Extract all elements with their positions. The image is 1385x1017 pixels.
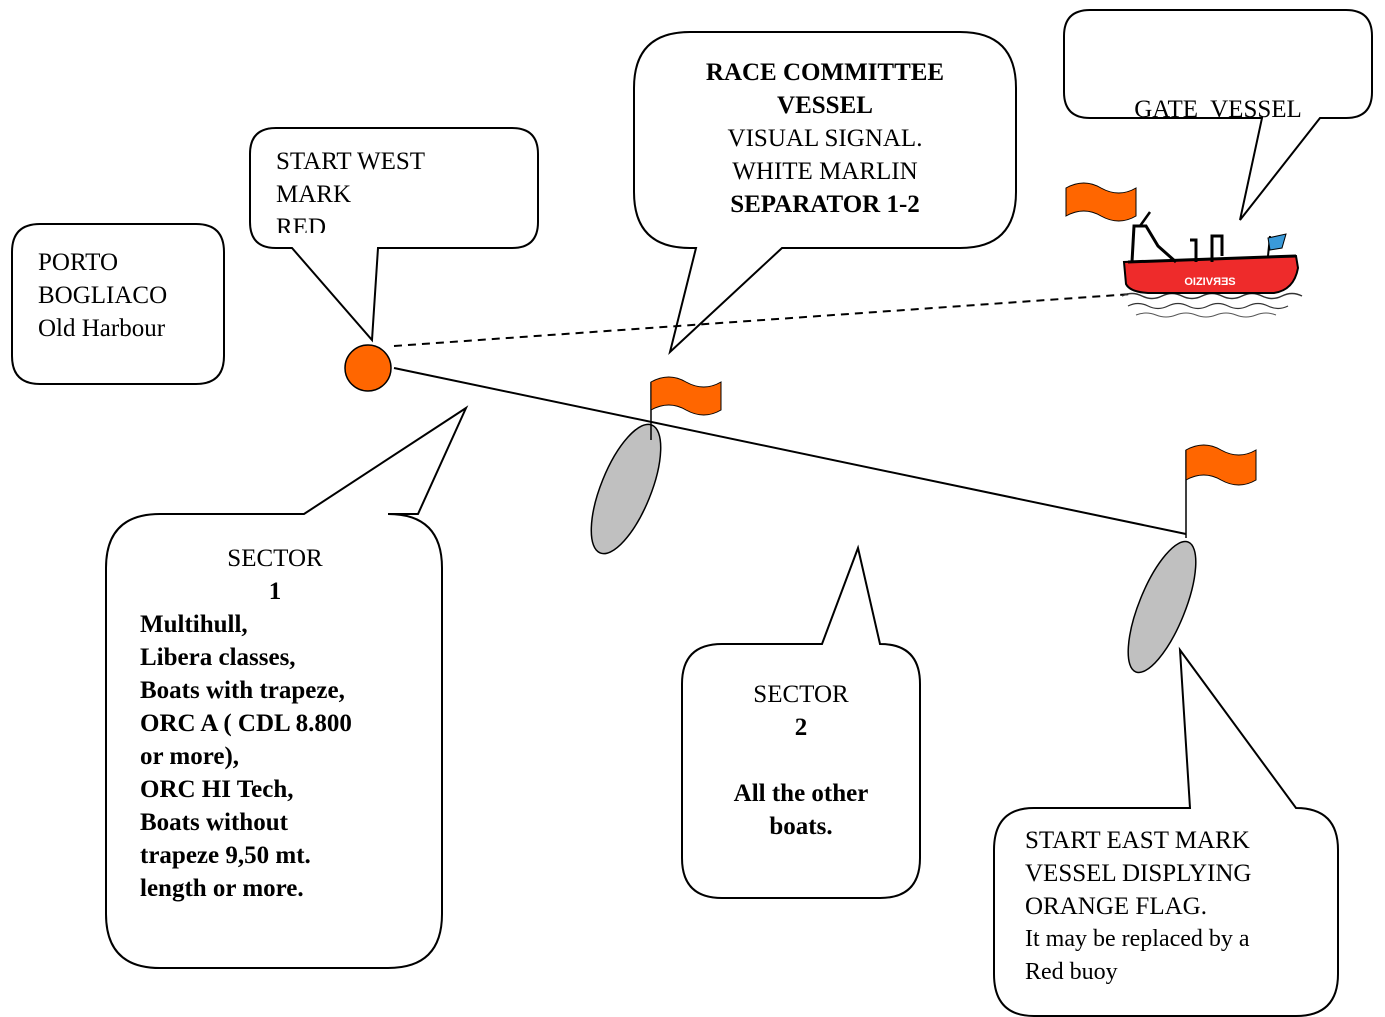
callout-porto-shape <box>11 223 225 385</box>
wave-line <box>1135 312 1277 318</box>
callout-start-west-shape <box>249 127 539 343</box>
boat-pennant <box>1267 233 1287 251</box>
start-east-line: VESSEL DISPLYING <box>1025 860 1252 887</box>
race-committee-vessel <box>590 423 662 555</box>
sector1-line: Multihull, <box>140 611 248 638</box>
sector1-line: Libera classes, <box>140 644 296 671</box>
start-west-buoy <box>344 344 392 392</box>
boat-hull <box>1122 254 1300 294</box>
sector1-title: SECTOR <box>227 545 323 572</box>
start-east-line: ORANGE FLAG. <box>1025 893 1207 920</box>
porto-line: BOGLIACO <box>38 282 168 309</box>
sector1-line: trapeze 9,50 mt. <box>140 842 311 869</box>
race-committee-label: RACE COMMITTEE VESSEL VISUAL SIGNAL. WHI… <box>634 56 1016 221</box>
gate-vessel-boat: OIZIVЯƎS <box>1121 211 1303 318</box>
sector1-line: ORC HI Tech, <box>140 776 294 803</box>
sector2-line: All the other <box>733 780 869 807</box>
start-east-line: It may be replaced by a <box>1025 926 1250 952</box>
sector1-line: or more), <box>140 743 240 770</box>
start-east-vessel <box>1127 540 1197 674</box>
callout-start-east-shape <box>993 646 1339 1017</box>
start-west-line: START WEST <box>276 148 426 175</box>
sector1-label: SECTOR 1 Multihull, Libera classes, Boat… <box>140 542 440 905</box>
start-east-label: START EAST MARK VESSEL DISPLYING ORANGE … <box>1025 824 1251 989</box>
separator-label: SEPARATOR 1-2 <box>730 191 920 218</box>
start-east-line: START EAST MARK <box>1025 827 1250 854</box>
sector2-title: SECTOR <box>753 681 849 708</box>
start-east-line: Red buoy <box>1025 959 1118 985</box>
gate-line <box>393 293 1133 347</box>
callout-gate-vessel-shape <box>1063 9 1373 221</box>
callout-race-committee-shape <box>633 31 1017 356</box>
race-committee-title: RACE COMMITTEE <box>705 59 945 86</box>
race-committee-flag <box>650 376 722 416</box>
boat-mast <box>1190 238 1198 262</box>
sector1-number: 1 <box>268 578 282 605</box>
wave-line <box>1127 302 1289 310</box>
sector2-line: boats. <box>769 813 833 840</box>
sector1-line: Boats with trapeze, <box>140 677 345 704</box>
start-east-flag <box>1185 444 1257 486</box>
gate-vessel-flag <box>1065 182 1137 222</box>
porto-label: PORTO BOGLIACO Old Harbour <box>38 246 167 345</box>
callout-sector2-shape <box>681 544 921 899</box>
sector2-spacer <box>682 744 920 777</box>
porto-line: PORTO <box>38 249 119 276</box>
sector1-line: ORC A ( CDL 8.800 <box>140 710 352 737</box>
porto-line: Old Harbour <box>38 315 166 342</box>
boat-crane <box>1130 224 1177 264</box>
boat-crane-arm <box>1138 211 1152 227</box>
start-line <box>393 367 1187 535</box>
boat-hull-text: OIZIVЯƎS <box>1184 276 1235 288</box>
sector1-line: length or more. <box>140 875 304 902</box>
start-west-label: START WEST MARK RED <box>276 145 526 233</box>
gate-vessel-label: GATE VESSEL <box>1064 27 1372 159</box>
race-committee-line: VISUAL SIGNAL. <box>727 125 923 152</box>
race-committee-line: WHITE MARLIN <box>732 158 918 185</box>
callout-sector1-shape <box>105 405 469 969</box>
gate-vessel-text: GATE VESSEL <box>1134 96 1302 123</box>
wave-line <box>1121 292 1303 300</box>
sector1-line: Boats without <box>140 809 288 836</box>
sector2-label: SECTOR 2 All the other boats. <box>682 678 920 843</box>
race-committee-title: VESSEL <box>777 92 873 119</box>
sector2-number: 2 <box>794 714 808 741</box>
boat-mast-2 <box>1210 234 1224 262</box>
start-west-line: RED <box>276 214 326 233</box>
start-west-line: MARK <box>276 181 352 208</box>
